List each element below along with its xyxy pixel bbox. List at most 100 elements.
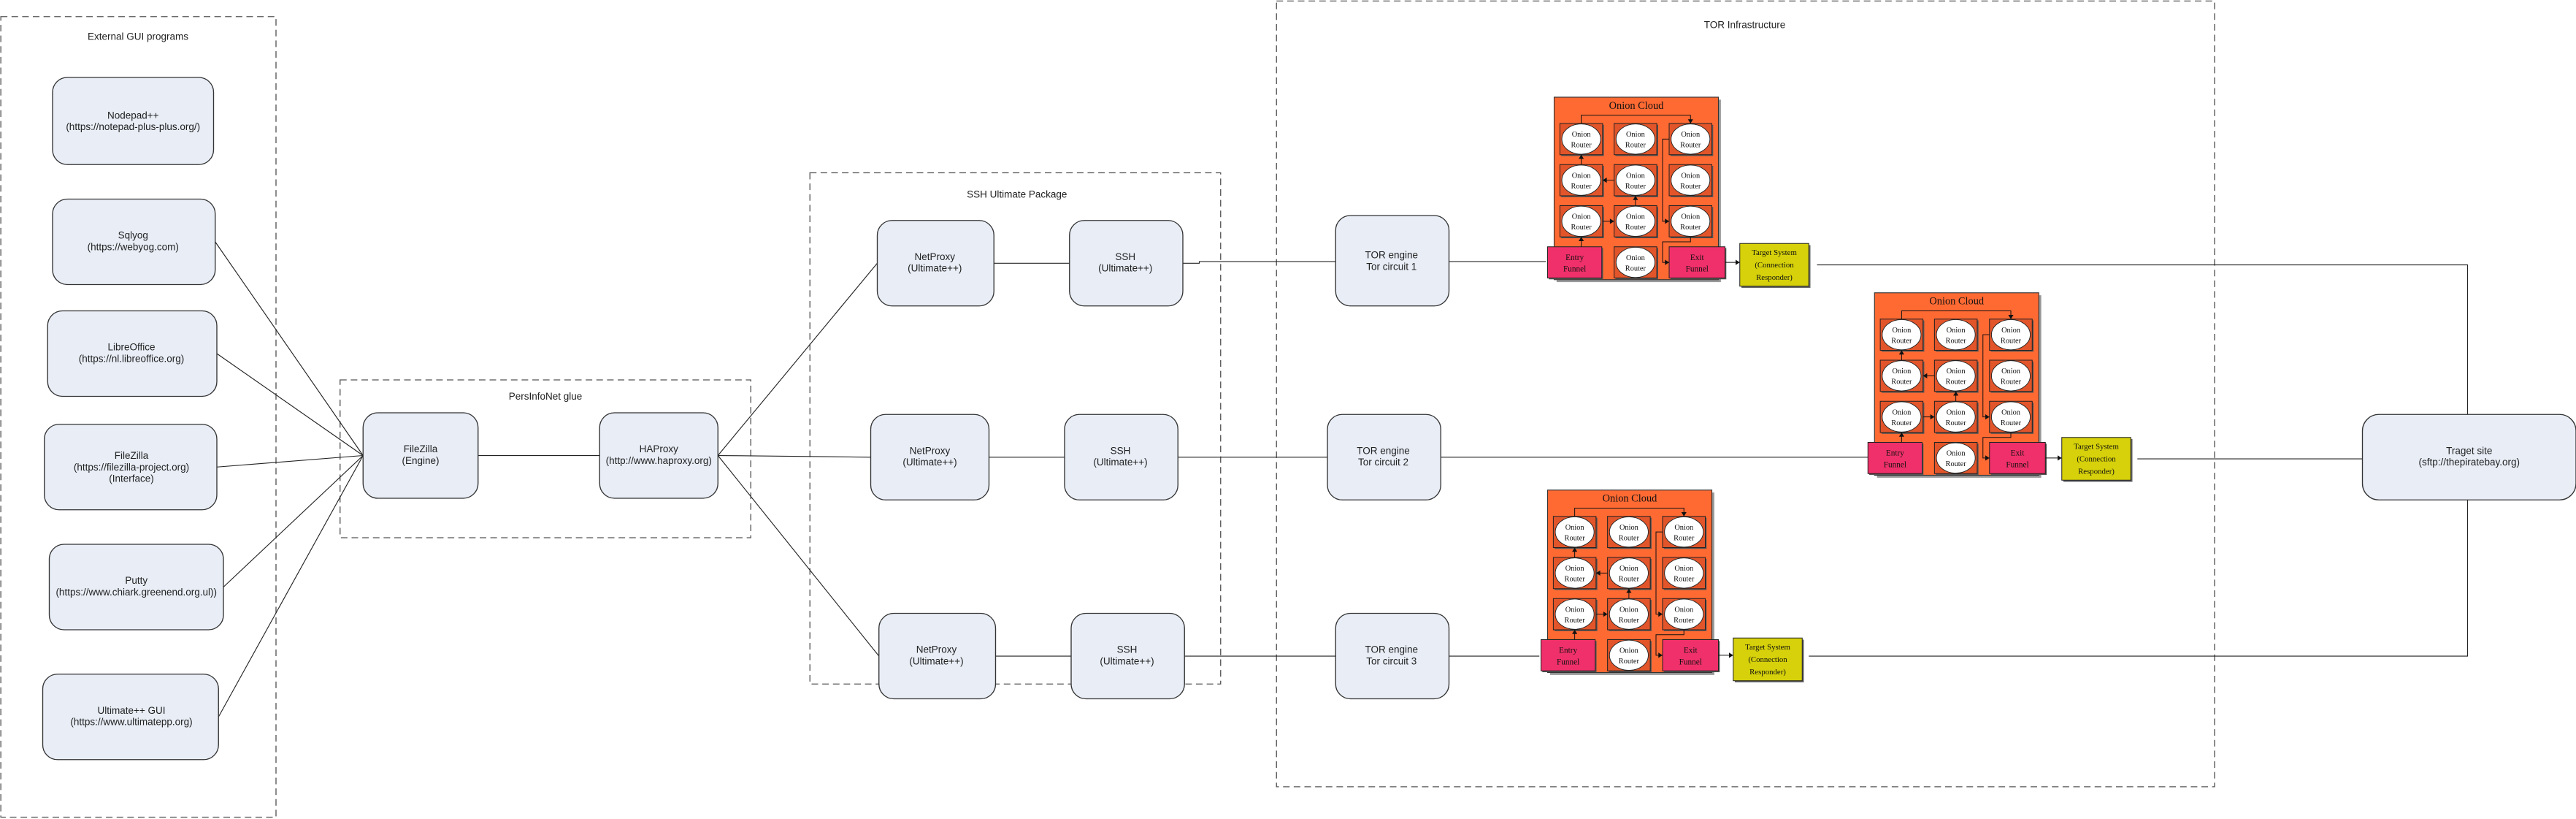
arrowhead-icon <box>1665 259 1669 265</box>
node-haproxy[interactable]: HAProxy (http://www.haproxy.org) <box>599 412 718 499</box>
router-node-icon <box>1555 516 1595 548</box>
exit-funnel-line1: Exit <box>1690 254 1705 262</box>
node-netproxy-3[interactable]: NetProxy (Ultimate++) <box>878 612 997 700</box>
target-system-line3: Responder) <box>1749 668 1786 677</box>
target-system-line3: Responder) <box>1756 273 1793 282</box>
node-putty-url: (https://www.chiark.greenend.org.ul)) <box>55 587 217 598</box>
arrowhead-icon <box>1579 237 1584 242</box>
node-target-site-name: Traget site <box>2446 445 2492 456</box>
node-netproxy-2[interactable]: NetProxy (Ultimate++) <box>870 414 990 500</box>
router-label-line2: Router <box>1625 183 1647 191</box>
node-netproxy-1[interactable]: NetProxy (Ultimate++) <box>876 220 994 307</box>
arrowhead-icon <box>1985 455 1990 461</box>
node-tor-3[interactable]: TOR engine Tor circuit 3 <box>1335 612 1450 700</box>
node-ssh-2-name: SSH <box>1111 445 1131 456</box>
group-label-external-gui: External GUI programs <box>88 31 188 42</box>
node-filezilla-engine[interactable]: FileZilla (Engine) <box>362 412 479 499</box>
node-target-site-url: (sftp://thepiratebay.org) <box>2418 457 2520 468</box>
node-tor-2[interactable]: TOR engine Tor circuit 2 <box>1327 414 1441 500</box>
router-node-icon <box>1615 164 1655 196</box>
target-system-line2: (Connection <box>1748 655 1787 664</box>
group-label-ssh-package: SSH Ultimate Package <box>967 188 1067 199</box>
node-tor-1[interactable]: TOR engine Tor circuit 1 <box>1335 215 1450 307</box>
router-label-line1: Onion <box>1681 172 1701 180</box>
node-target-site[interactable]: Traget site (sftp://thepiratebay.org) <box>2361 414 2576 500</box>
router-label-line1: Onion <box>2001 408 2021 416</box>
router-node-icon <box>1882 360 1922 392</box>
edge-libreoffice-filezilla <box>216 353 364 456</box>
node-nodepad[interactable]: Nodepad++ (https://notepad-plus-plus.org… <box>52 77 215 165</box>
router-label-line2: Router <box>1946 460 1967 468</box>
entry-funnel-box <box>1546 246 1603 279</box>
exit-funnel-box <box>1989 441 2046 474</box>
onion-route-path <box>1579 115 1740 265</box>
router-label-line2: Router <box>2001 419 2022 427</box>
node-ssh-1[interactable]: SSH (Ultimate++) <box>1069 220 1184 307</box>
edge-haproxy-netproxy3 <box>717 455 880 657</box>
arrowhead-icon <box>1898 350 1904 355</box>
router-node-icon <box>1615 246 1655 278</box>
edge-target1-site <box>1817 264 2469 415</box>
node-ultimatepp-gui[interactable]: Ultimate++ GUI (https://www.ultimatepp.o… <box>42 674 219 761</box>
router-label-line1: Onion <box>2001 367 2021 376</box>
router-node-icon <box>1936 401 1976 433</box>
router-label-line2: Router <box>1891 419 1912 427</box>
group-external-gui: External GUI programs <box>0 16 277 818</box>
router-label-line1: Onion <box>1619 647 1639 655</box>
router-label-line1: Onion <box>1892 327 1912 335</box>
node-ssh-2[interactable]: SSH (Ultimate++) <box>1064 414 1178 500</box>
router-label-line2: Router <box>1891 378 1912 386</box>
cloud-title: Onion Cloud <box>1609 100 1665 112</box>
node-sqlyog[interactable]: Sqlyog (https://webyog.com) <box>52 198 216 286</box>
entry-funnel-box <box>1540 639 1596 671</box>
node-putty[interactable]: Putty (https://www.chiark.greenend.org.u… <box>48 544 224 631</box>
node-libreoffice[interactable]: LibreOffice (https://nl.libreoffice.org) <box>47 310 218 397</box>
node-ssh-3[interactable]: SSH (Ultimate++) <box>1070 612 1185 700</box>
cloud-title: Onion Cloud <box>1603 493 1658 505</box>
arrowhead-icon <box>1609 218 1614 224</box>
router-label-line2: Router <box>1619 576 1640 584</box>
node-filezilla-interface[interactable]: FileZilla (https://filezilla-project.org… <box>44 424 218 511</box>
group-label-persinfonet: PersInfoNet glue <box>509 391 583 402</box>
router-label-line1: Onion <box>1626 172 1646 180</box>
